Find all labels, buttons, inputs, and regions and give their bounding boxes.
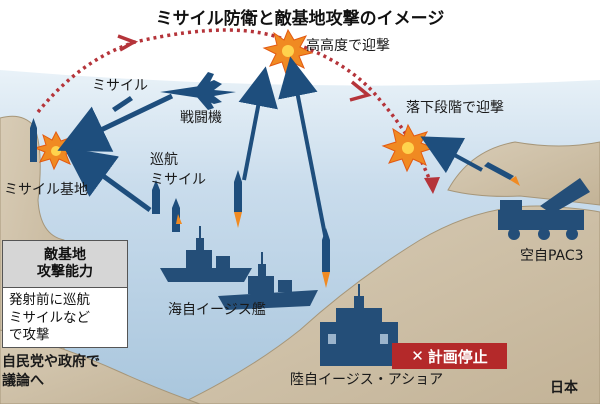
label-msdf-aegis: 海自イージス艦 bbox=[168, 302, 266, 318]
label-asdf-pac3: 空自PAC3 bbox=[520, 248, 584, 264]
capability-box: 敵基地 攻撃能力 発射前に巡航 ミサイルなど で攻撃 bbox=[2, 240, 128, 348]
capability-heading-line2: 攻撃能力 bbox=[37, 264, 93, 280]
arrow-pac3-interceptor bbox=[420, 136, 483, 174]
arrow-fighter-to-base bbox=[57, 93, 174, 152]
trajectory-chevron-2 bbox=[349, 80, 372, 102]
capability-body-line1: 発射前に巡航 bbox=[9, 292, 90, 308]
trajectory-chevron-1 bbox=[117, 34, 139, 52]
label-cruise-line2: ミサイル bbox=[150, 172, 206, 188]
plan-halted-badge: ✕ 計画停止 bbox=[392, 343, 507, 369]
arrow-cruise-to-base bbox=[63, 147, 152, 213]
enemy-missile-on-base bbox=[30, 118, 37, 162]
label-missile: ミサイル bbox=[92, 78, 148, 94]
pac3-launcher bbox=[498, 178, 590, 240]
debate-line1: 自民党や政府で bbox=[2, 354, 100, 370]
label-gsdf-aegis-ashore: 陸自イージス・アショア bbox=[290, 372, 444, 388]
capability-heading: 敵基地 攻撃能力 bbox=[3, 241, 127, 288]
label-falling-stage: 落下段階で迎撃 bbox=[406, 100, 504, 116]
aegis-ship-1 bbox=[160, 226, 252, 282]
capability-body-line3: で攻撃 bbox=[9, 327, 50, 344]
aegis-ship-2 bbox=[218, 252, 318, 310]
arrow-ship-interceptor-1 bbox=[238, 66, 278, 181]
interceptor-missile-2 bbox=[322, 228, 330, 288]
interceptor-missile-1 bbox=[234, 170, 242, 228]
label-high-altitude: 高高度で迎撃 bbox=[306, 38, 390, 54]
label-missile-base: ミサイル基地 bbox=[4, 182, 88, 198]
cruise-missiles bbox=[152, 180, 182, 232]
trajectory-arrowhead bbox=[424, 177, 440, 194]
capability-body-line2: ミサイルなど bbox=[9, 309, 90, 326]
halt-text: 計画停止 bbox=[427, 347, 488, 366]
label-cruise-line1: 巡航 bbox=[150, 152, 178, 168]
debate-line2: 議論へ bbox=[2, 373, 44, 389]
fighter-jet bbox=[160, 72, 236, 110]
diagram-title: ミサイル防衛と敵基地攻撃のイメージ bbox=[155, 9, 445, 29]
capability-body: 発射前に巡航 ミサイルなど で攻撃 bbox=[3, 288, 127, 349]
aegis-ashore-facility bbox=[320, 284, 398, 366]
incoming-missile-pac3 bbox=[484, 162, 520, 186]
label-fighter: 戦闘機 bbox=[180, 110, 222, 126]
label-japan: 日本 bbox=[550, 380, 578, 396]
capability-heading-line1: 敵基地 bbox=[44, 247, 86, 264]
arrow-ship-interceptor-2 bbox=[278, 56, 328, 241]
halt-x-mark: ✕ bbox=[411, 347, 424, 365]
fighter-missile bbox=[112, 96, 133, 112]
